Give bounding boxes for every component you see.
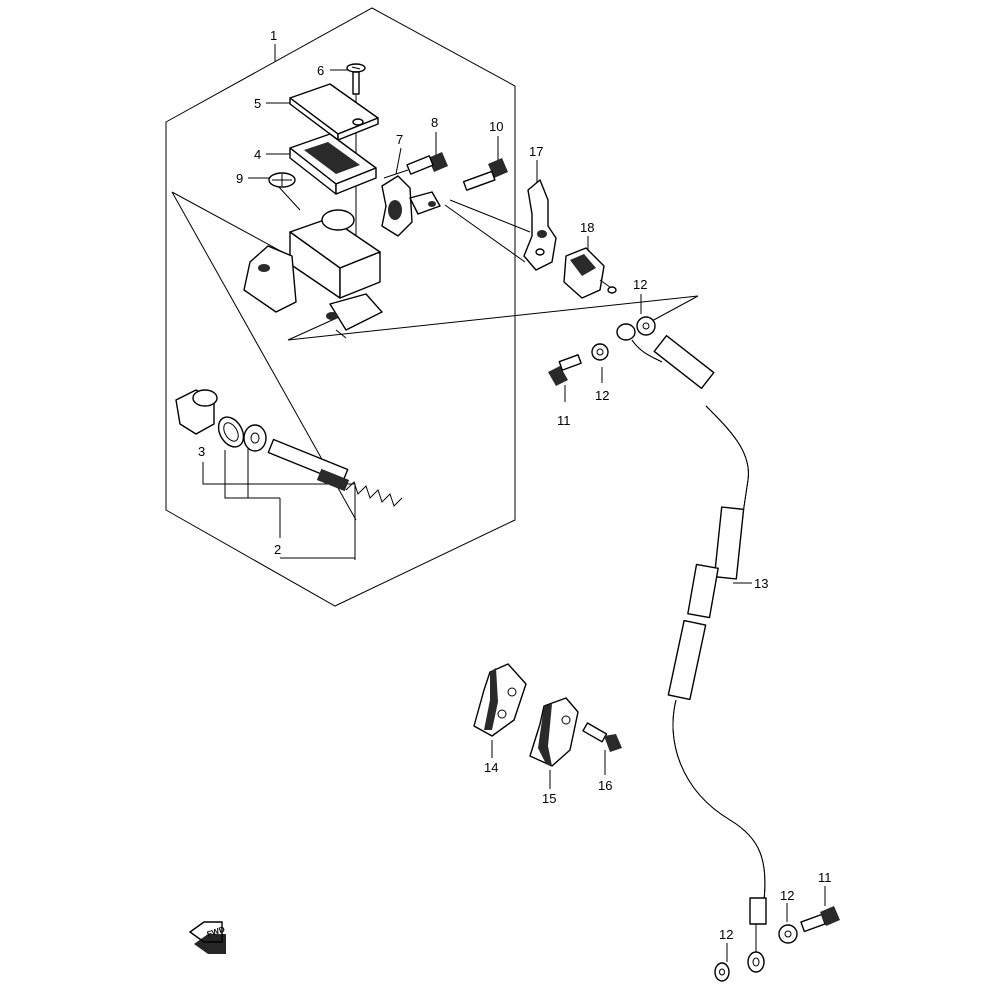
banjo-bolt-lower-part: [714, 906, 840, 982]
pivot-bolt-part: [462, 158, 508, 191]
clamp-part: [381, 175, 441, 237]
banjo-bolt-upper-part: [548, 354, 582, 386]
callout-17: 17: [529, 144, 543, 159]
clamp-bolt-part: [383, 152, 448, 179]
callout-8: 8: [431, 115, 438, 130]
callout-12-upper-right: 12: [633, 277, 647, 292]
callout-13: 13: [754, 576, 768, 591]
callout-1: 1: [270, 28, 277, 43]
callout-11-lower: 11: [818, 870, 832, 885]
piston-spring-part: [267, 438, 403, 507]
washers-upper-part: [591, 316, 656, 361]
hose-guide-15-part: [529, 697, 579, 767]
callout-14: 14: [484, 760, 498, 775]
clutch-hose-part: [616, 323, 767, 973]
callout-9: 9: [236, 171, 243, 186]
callout-6: 6: [317, 63, 324, 78]
master-cylinder-body-part: [243, 209, 383, 339]
callout-12-lower-left: 12: [719, 927, 733, 942]
plate-part: [268, 172, 296, 188]
clutch-switch-part: [563, 247, 617, 299]
callout-18: 18: [580, 220, 594, 235]
callout-numbers: 1 2 3 4 5 6 7 8 9 10 11 11 12 12 12 12 1…: [198, 28, 832, 942]
callout-15: 15: [542, 791, 556, 806]
assembly-outline: [165, 7, 699, 607]
callout-16: 16: [598, 778, 612, 793]
callout-12-upper-left: 12: [595, 388, 609, 403]
callout-11-upper: 11: [557, 413, 571, 428]
callout-12-lower-right: 12: [780, 888, 794, 903]
circlip-part: [217, 416, 245, 448]
clutch-lever-part: [523, 179, 557, 271]
leader-lines: [202, 44, 826, 962]
hose-guide-14-part: [473, 663, 527, 737]
callout-3: 3: [198, 444, 205, 459]
boot-part: [175, 389, 218, 435]
callout-7: 7: [396, 132, 403, 147]
callout-5: 5: [254, 96, 261, 111]
callout-2: 2: [274, 542, 281, 557]
diaphragm-part: [289, 133, 377, 195]
reservoir-cap-part: [289, 83, 379, 141]
callout-4: 4: [254, 147, 261, 162]
callout-10: 10: [489, 119, 503, 134]
hose-guide-bolt-part: [582, 722, 622, 752]
fwd-direction-badge: FWD: [188, 921, 226, 954]
piston-washer-part: [243, 424, 267, 452]
